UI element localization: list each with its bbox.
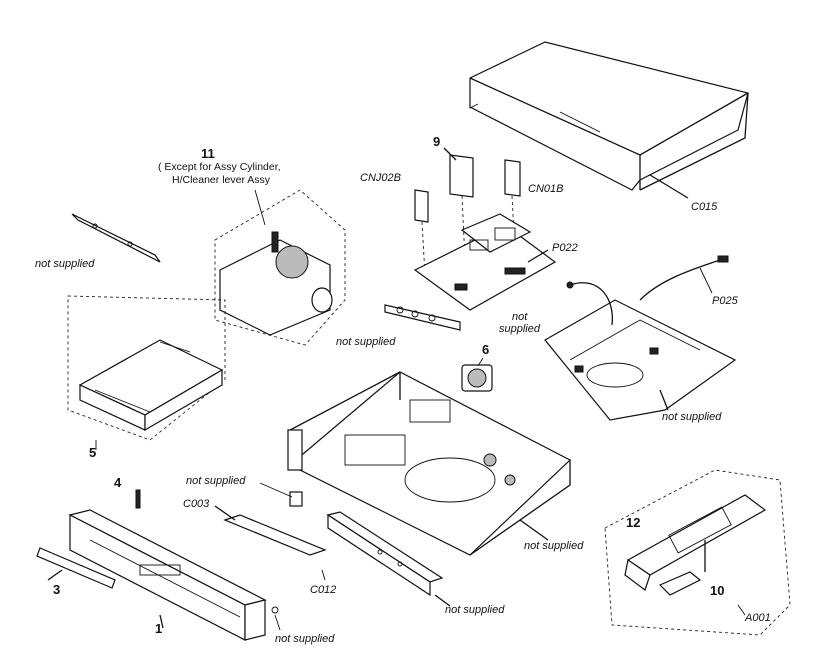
main-board (413, 213, 557, 311)
not-supplied-cable-line2: supplied (499, 323, 540, 335)
c003-board (214, 505, 327, 581)
not-supplied-top-left: not supplied (35, 258, 95, 270)
part-12-number: 12 (626, 515, 641, 530)
part-9-boards (414, 147, 521, 276)
part-4-button (135, 489, 141, 509)
not-supplied-right-board: not supplied (662, 411, 722, 423)
c012-label: C012 (310, 584, 337, 596)
part-5-dvd-drive (67, 295, 226, 450)
main-chassis (287, 371, 572, 556)
cnj02b-label: CNJ02B (360, 172, 401, 184)
part-4-number: 4 (114, 475, 122, 490)
part-5-number: 5 (89, 445, 97, 460)
not-supplied-board: not supplied (336, 336, 396, 348)
top-left-strip (71, 213, 161, 263)
c015-label: C015 (691, 201, 718, 213)
cable-p025 (639, 255, 729, 301)
part-3-number: 3 (53, 582, 61, 597)
part-11-number: 11 (201, 146, 215, 161)
cn01b-label: CN01B (528, 183, 564, 195)
part-3-door (36, 547, 116, 589)
not-supplied-chassis: not supplied (524, 540, 584, 552)
part-11-note-line2: H/Cleaner lever Assy (172, 174, 271, 186)
p022-label: P022 (552, 242, 578, 254)
not-supplied-front-board: not supplied (445, 604, 505, 616)
part-9-number: 9 (433, 134, 441, 149)
top-cover-c015 (469, 41, 749, 199)
a001-label: A001 (745, 612, 771, 624)
part-1-front-panel (68, 509, 281, 641)
part-11-note-line1: ( Except for Assy Cylinder, (158, 161, 281, 173)
part-1-number: 1 (155, 621, 163, 636)
part-10-number: 10 (710, 583, 725, 598)
remote-group (604, 469, 791, 636)
small-bracket (259, 482, 303, 507)
part-6-number: 6 (482, 342, 490, 357)
right-board (544, 299, 737, 421)
front-board (326, 511, 451, 607)
part-11-deck (214, 189, 346, 346)
not-supplied-bottom: not supplied (275, 633, 335, 645)
small-front-board (384, 304, 461, 331)
part-6-fan (461, 357, 493, 392)
p025-label: P025 (712, 295, 738, 307)
c003-label: C003 (183, 498, 210, 510)
cable-p022 (566, 281, 614, 326)
not-supplied-bracket: not supplied (186, 475, 246, 487)
not-supplied-cable-line1: not (512, 311, 528, 323)
